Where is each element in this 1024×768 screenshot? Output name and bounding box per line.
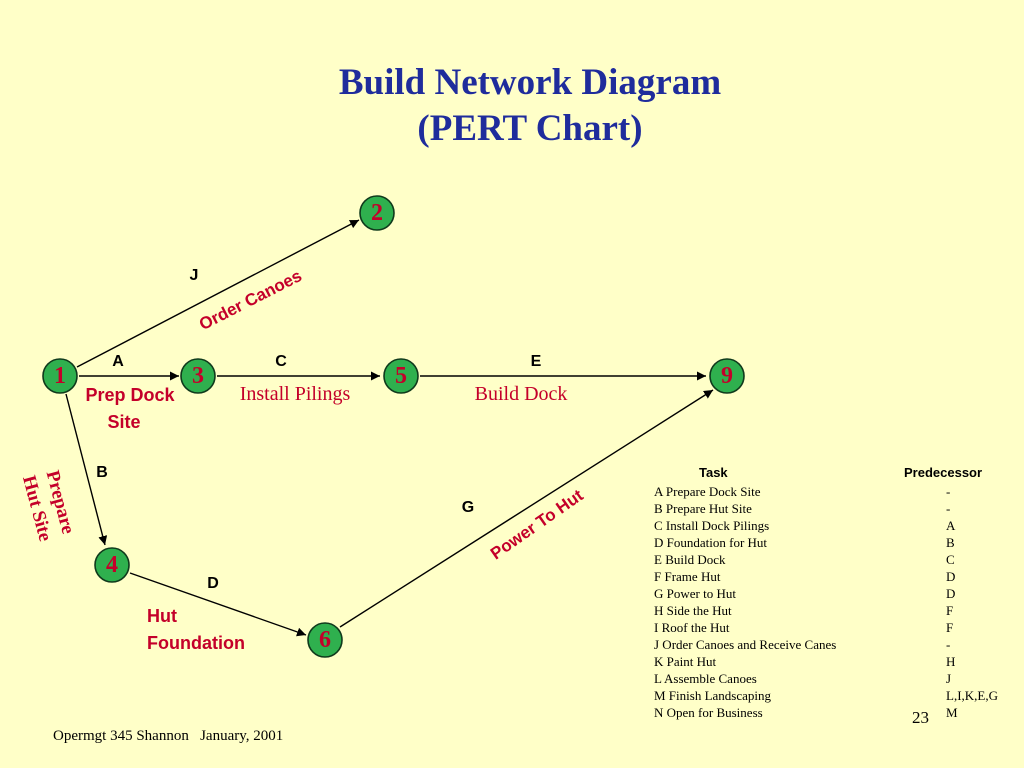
table-row: M Finish Landscaping L,I,K,E,G <box>654 687 1014 704</box>
task-cell: F Frame Hut <box>654 569 721 584</box>
task-cell: H Side the Hut <box>654 603 732 618</box>
task-cell: I Roof the Hut <box>654 620 730 635</box>
node-2-label: 2 <box>371 200 383 226</box>
table-row: J Order Canoes and Receive Canes - <box>654 636 1014 653</box>
activity-label-d-line2: Foundation <box>147 633 245 653</box>
predecessor-cell: - <box>946 484 951 499</box>
node-2: 2 <box>359 195 395 231</box>
task-cell: K Paint Hut <box>654 654 717 669</box>
predecessor-cell: H <box>946 654 956 669</box>
predecessor-cell: D <box>946 569 956 584</box>
table-row: K Paint Hut H <box>654 653 1014 670</box>
predecessor-column-header: Predecessor <box>904 465 983 480</box>
table-row: C Install Dock Pilings A <box>654 517 1014 534</box>
activity-letter-j: J <box>190 267 199 284</box>
task-cell: N Open for Business <box>654 705 763 720</box>
activity-label-d-line1: Hut <box>147 606 177 626</box>
node-1: 1 <box>42 358 78 394</box>
activity-label-a-line2: Site <box>107 412 140 432</box>
table-row: G Power to Hut D <box>654 585 1014 602</box>
activity-label-b: Prepare Hut Site <box>18 468 79 543</box>
task-cell: G Power to Hut <box>654 586 736 601</box>
predecessor-cell: - <box>946 501 951 516</box>
table-header: Task Predecessor <box>654 463 1014 483</box>
activity-letter-g: G <box>462 499 474 516</box>
node-6: 6 <box>307 622 343 658</box>
node-9: 9 <box>709 358 745 394</box>
table-row: N Open for Business M <box>654 704 1014 721</box>
task-cell: M Finish Landscaping <box>654 688 771 703</box>
task-column-header: Task <box>699 465 728 480</box>
task-cell: A Prepare Dock Site <box>654 484 761 499</box>
table-row: F Frame Hut D <box>654 568 1014 585</box>
table-row: A Prepare Dock Site - <box>654 483 1014 500</box>
slide-title: Build Network Diagram (PERT Chart) <box>230 60 830 152</box>
predecessor-cell: F <box>946 620 954 635</box>
predecessor-cell: F <box>946 603 954 618</box>
table-row: H Side the Hut F <box>654 602 1014 619</box>
activity-label-a-line1: Prep Dock <box>85 385 175 405</box>
task-cell: C Install Dock Pilings <box>654 518 770 533</box>
predecessor-cell: - <box>946 637 951 652</box>
predecessor-cell: L,I,K,E,G <box>946 688 998 703</box>
predecessor-cell: D <box>946 586 956 601</box>
node-4-label: 4 <box>106 552 118 578</box>
edge-6-9 <box>339 389 714 628</box>
edge-4-6 <box>129 572 307 637</box>
activity-label-e: Build Dock <box>475 383 568 405</box>
node-3: 3 <box>180 358 216 394</box>
task-cell: E Build Dock <box>654 552 726 567</box>
predecessor-cell: A <box>946 518 956 533</box>
activity-label-c: Install Pilings <box>240 383 351 405</box>
task-predecessor-table: Task Predecessor A Prepare Dock Site - B … <box>654 463 1014 721</box>
predecessor-cell: J <box>946 671 952 686</box>
title-line-1: Build Network Diagram <box>338 62 722 103</box>
table-row: D Foundation for Hut B <box>654 534 1014 551</box>
predecessor-cell: B <box>946 535 955 550</box>
predecessor-cell: C <box>946 552 955 567</box>
page-number: 23 <box>912 708 929 727</box>
table-row: B Prepare Hut Site - <box>654 500 1014 517</box>
edge-1-4 <box>65 393 108 546</box>
title-line-2: (PERT Chart) <box>417 108 643 149</box>
node-5: 5 <box>383 358 419 394</box>
node-6-label: 6 <box>319 627 331 653</box>
table-row: L Assemble Canoes J <box>654 670 1014 687</box>
table-row: E Build Dock C <box>654 551 1014 568</box>
task-cell: D Foundation for Hut <box>654 535 768 550</box>
task-cell: J Order Canoes and Receive Canes <box>654 637 837 652</box>
activity-letter-d: D <box>207 575 219 592</box>
predecessor-cell: M <box>946 705 958 720</box>
slide-footer: Opermgt 345 Shannon January, 2001 <box>53 728 284 744</box>
task-cell: B Prepare Hut Site <box>654 501 752 516</box>
node-5-label: 5 <box>395 363 407 389</box>
activity-letter-c: C <box>275 353 287 370</box>
node-9-label: 9 <box>721 363 733 389</box>
activity-letter-a: A <box>112 353 124 370</box>
activity-letter-e: E <box>531 353 542 370</box>
activity-letter-b: B <box>96 464 108 481</box>
node-3-label: 3 <box>192 363 204 389</box>
node-1-label: 1 <box>54 363 66 389</box>
table-row: I Roof the Hut F <box>654 619 1014 636</box>
edge-1-2 <box>76 219 360 368</box>
node-4: 4 <box>94 547 130 583</box>
task-cell: L Assemble Canoes <box>654 671 757 686</box>
